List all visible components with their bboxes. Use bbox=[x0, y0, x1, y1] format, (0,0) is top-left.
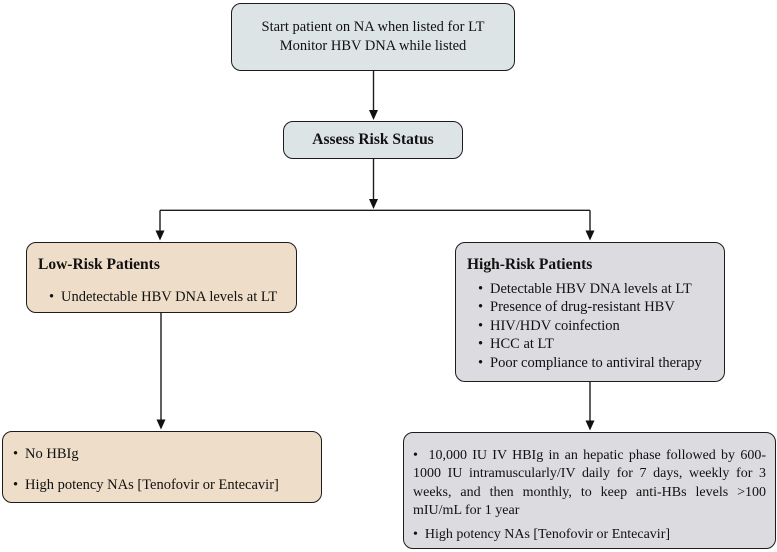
low-risk-treatment-bullet: No HBIg bbox=[13, 445, 313, 464]
high-risk-bullet: Detectable HBV DNA levels at LT bbox=[478, 280, 716, 299]
high-risk-bullet: HIV/HDV coinfection bbox=[478, 317, 716, 336]
high-risk-title: High-Risk Patients bbox=[467, 256, 593, 273]
low-risk-title: Low-Risk Patients bbox=[38, 256, 160, 273]
arrowhead-low-plan bbox=[156, 419, 166, 430]
arrowhead-high-plan bbox=[585, 420, 595, 431]
node-start: Start patient on NA when listed for LT M… bbox=[231, 3, 515, 71]
high-risk-bullet: Poor compliance to antiviral therapy bbox=[478, 354, 716, 373]
high-risk-treatment-bullet: 10,000 IU IV HBIg in an hepatic phase fo… bbox=[413, 447, 766, 521]
low-risk-treatment-bullet-list: No HBIg High potency NAs [Tenofovir or E… bbox=[3, 445, 313, 495]
arrowhead-high bbox=[585, 230, 595, 241]
node-assess-risk-status: Assess Risk Status bbox=[283, 121, 463, 159]
node-low-risk-treatment: No HBIg High potency NAs [Tenofovir or E… bbox=[2, 431, 322, 503]
arrowhead-branch bbox=[369, 199, 378, 209]
low-risk-bullet-list: Undetectable HBV DNA levels at LT bbox=[27, 288, 288, 307]
low-risk-treatment-bullet: High potency NAs [Tenofovir or Entecavir… bbox=[13, 476, 313, 495]
high-risk-bullet: HCC at LT bbox=[478, 335, 716, 354]
high-risk-bullet: Presence of drug-resistant HBV bbox=[478, 298, 716, 317]
node-low-risk-patients: Low-Risk Patients Undetectable HBV DNA l… bbox=[26, 242, 297, 313]
node-assess-label: Assess Risk Status bbox=[312, 131, 434, 148]
node-start-line-1: Start patient on NA when listed for LT bbox=[261, 19, 485, 35]
arrowhead-low bbox=[155, 230, 165, 241]
arrowhead-assess bbox=[369, 110, 378, 120]
node-start-line-2: Monitor HBV DNA while listed bbox=[279, 38, 467, 54]
high-risk-bullet-list: Detectable HBV DNA levels at LT Presence… bbox=[456, 280, 716, 372]
node-high-risk-patients: High-Risk Patients Detectable HBV DNA le… bbox=[455, 242, 725, 382]
node-high-risk-treatment: 10,000 IU IV HBIg in an hepatic phase fo… bbox=[403, 432, 776, 549]
high-risk-treatment-bullet: High potency NAs [Tenofovir or Entecavir… bbox=[413, 526, 766, 544]
low-risk-bullet: Undetectable HBV DNA levels at LT bbox=[49, 288, 288, 307]
